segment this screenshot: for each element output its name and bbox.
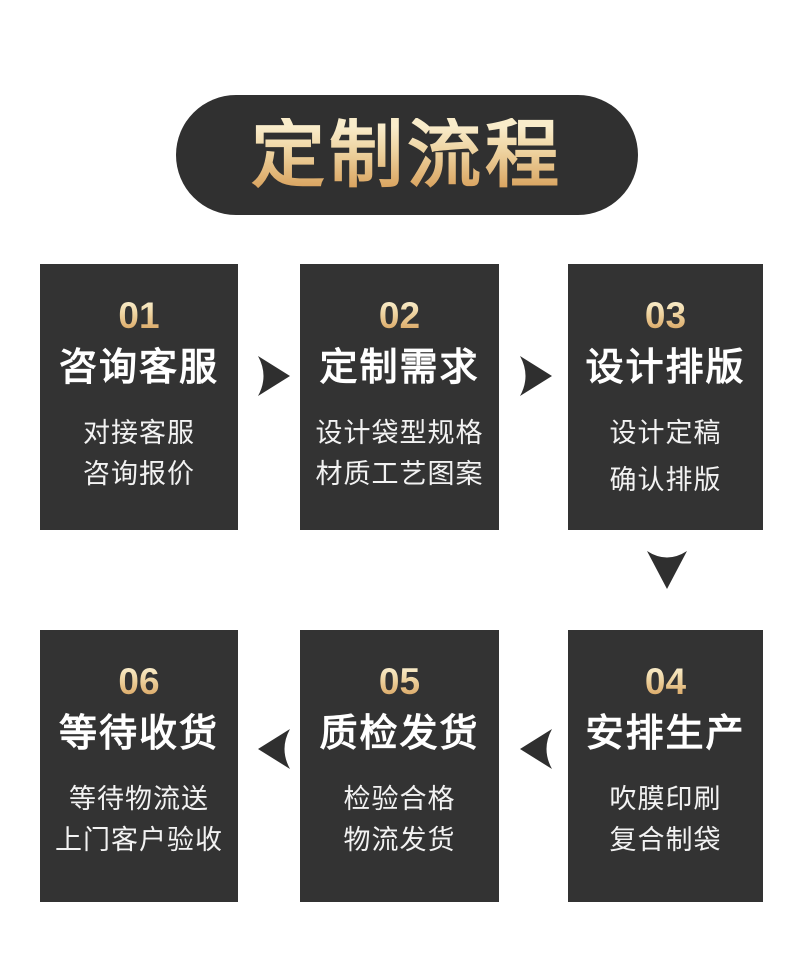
step-details: 吹膜印刷 复合制袋 [610,779,722,861]
step-detail-line: 对接客服 [83,417,195,448]
step-detail-line: 等待物流送 [69,783,209,814]
section-title: 定制流程 [251,113,563,196]
step-detail-line: 上门客户验收 [55,824,223,855]
step-details: 设计袋型规格 材质工艺图案 [316,413,484,495]
step-card-06: 06 等待收货 等待物流送 上门客户验收 [40,630,238,902]
step-detail-line: 材质工艺图案 [315,458,484,489]
arrow-down-icon [647,551,687,589]
step-number: 03 [644,295,687,336]
step-details: 对接客服 咨询报价 [83,413,195,495]
step-detail-line: 物流发货 [343,824,456,855]
step-detail-line: 检验合格 [343,783,456,814]
step-details: 设计定稿 确认排版 [610,413,722,501]
step-number: 04 [644,661,687,702]
step-card-05: 05 质检发货 检验合格 物流发货 [300,630,499,902]
arrow-right-icon [258,356,290,396]
step-detail-line: 复合制袋 [609,824,722,855]
arrow-right-icon [520,356,552,396]
step-title: 设计排版 [585,347,746,389]
step-card-02: 02 定制需求 设计袋型规格 材质工艺图案 [300,264,499,530]
step-card-03: 03 设计排版 设计定稿 确认排版 [568,264,763,530]
step-detail-line: 吹膜印刷 [609,783,722,814]
step-title: 等待收货 [58,713,219,755]
step-details: 检验合格 物流发货 [344,779,456,861]
step-title: 安排生产 [585,713,746,755]
step-detail-line: 设计定稿 [609,417,722,448]
step-number: 02 [378,295,421,336]
step-details: 等待物流送 上门客户验收 [55,779,223,861]
step-detail-line: 设计袋型规格 [315,417,484,448]
step-number: 05 [378,661,421,702]
step-detail-line: 确认排版 [609,464,722,495]
section-title-banner: 定制流程 [176,95,638,215]
step-title: 咨询客服 [58,347,219,389]
step-title: 定制需求 [319,347,480,389]
arrow-left-icon [258,729,290,769]
step-card-01: 01 咨询客服 对接客服 咨询报价 [40,264,238,530]
arrow-left-icon [520,729,552,769]
step-card-04: 04 安排生产 吹膜印刷 复合制袋 [568,630,763,902]
step-number: 01 [118,295,160,336]
step-number: 06 [118,661,160,702]
step-detail-line: 咨询报价 [83,458,195,489]
step-title: 质检发货 [319,713,480,755]
